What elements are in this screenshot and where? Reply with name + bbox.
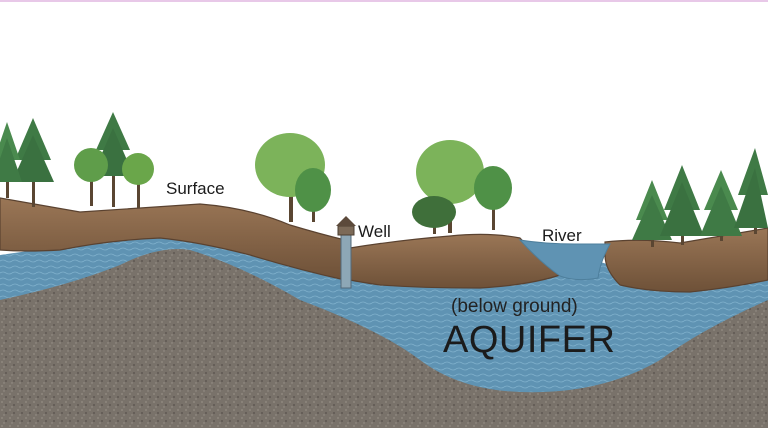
- river: [518, 239, 611, 281]
- well-icon: [336, 216, 356, 289]
- top-border: [0, 0, 768, 2]
- broadleaf-tree-icon: [122, 153, 154, 208]
- bedrock-left: [0, 249, 768, 428]
- well-label: Well: [358, 222, 391, 241]
- conifer-tree-icon: [700, 170, 742, 241]
- surface-label: Surface: [166, 179, 225, 198]
- aquifer-subtitle: (below ground): [451, 296, 578, 317]
- conifer-tree-icon: [734, 148, 768, 234]
- river-label: River: [542, 226, 582, 245]
- soil-layer-right: [604, 227, 768, 293]
- conifer-tree-icon: [632, 180, 672, 247]
- broadleaf-tree-icon: [74, 148, 108, 206]
- conifer-tree-icon: [660, 165, 704, 245]
- conifer-tree-icon: [12, 118, 54, 207]
- broadleaf-tree-icon: [412, 196, 456, 234]
- broadleaf-tree-icon: [474, 166, 512, 230]
- aquifer-label: AQUIFER: [443, 319, 615, 361]
- conifer-tree-icon: [0, 122, 22, 198]
- broadleaf-tree-icon: [295, 168, 331, 222]
